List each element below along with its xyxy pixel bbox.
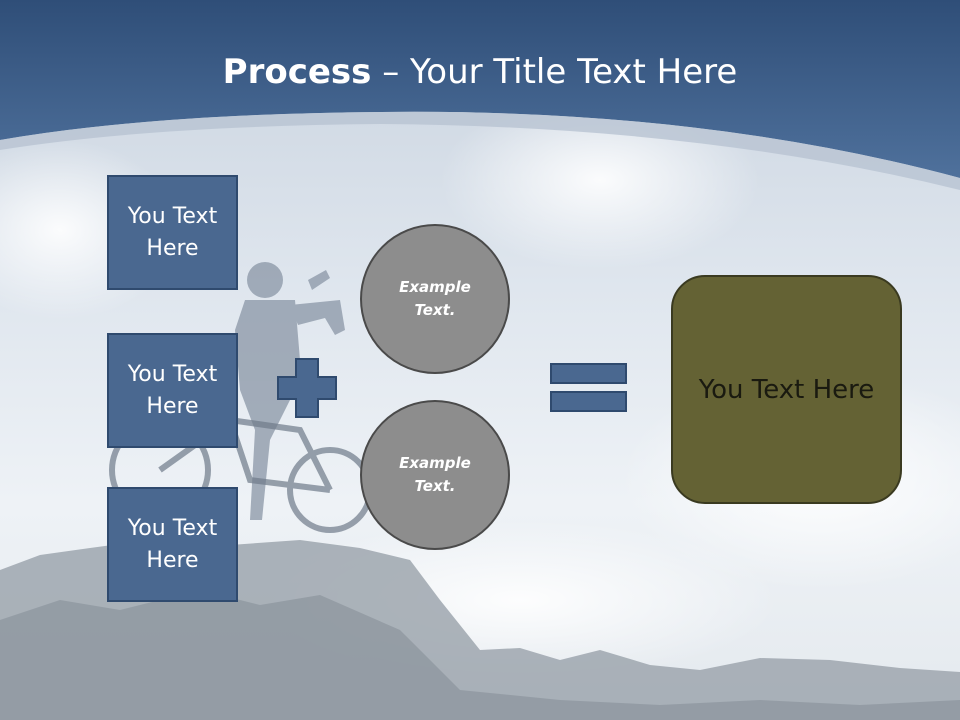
- input-box-3-text: You Text Here: [127, 515, 218, 573]
- result-box-text: You Text Here: [698, 374, 875, 405]
- input-box-2-text: You Text Here: [127, 361, 218, 419]
- plus-icon: [277, 358, 337, 418]
- input-box-3[interactable]: You Text Here: [107, 487, 238, 602]
- header-band: [0, 0, 960, 178]
- title-dash: –: [371, 52, 411, 92]
- title-rest: Your Title Text Here: [410, 52, 738, 92]
- input-box-1-text: You Text Here: [127, 203, 218, 261]
- example-circle-1-text: Example Text.: [399, 278, 471, 319]
- title-bold: Process: [222, 52, 372, 92]
- cyclist-figure: [235, 262, 345, 520]
- example-circle-2-text: Example Text.: [399, 454, 471, 495]
- example-circle-1[interactable]: Example Text.: [360, 224, 510, 374]
- result-box[interactable]: You Text Here: [671, 275, 902, 504]
- example-circle-2[interactable]: Example Text.: [360, 400, 510, 550]
- slide-title: Process – Your Title Text Here: [0, 52, 960, 92]
- input-box-1[interactable]: You Text Here: [107, 175, 238, 290]
- equals-icon: [550, 363, 627, 412]
- input-box-2[interactable]: You Text Here: [107, 333, 238, 448]
